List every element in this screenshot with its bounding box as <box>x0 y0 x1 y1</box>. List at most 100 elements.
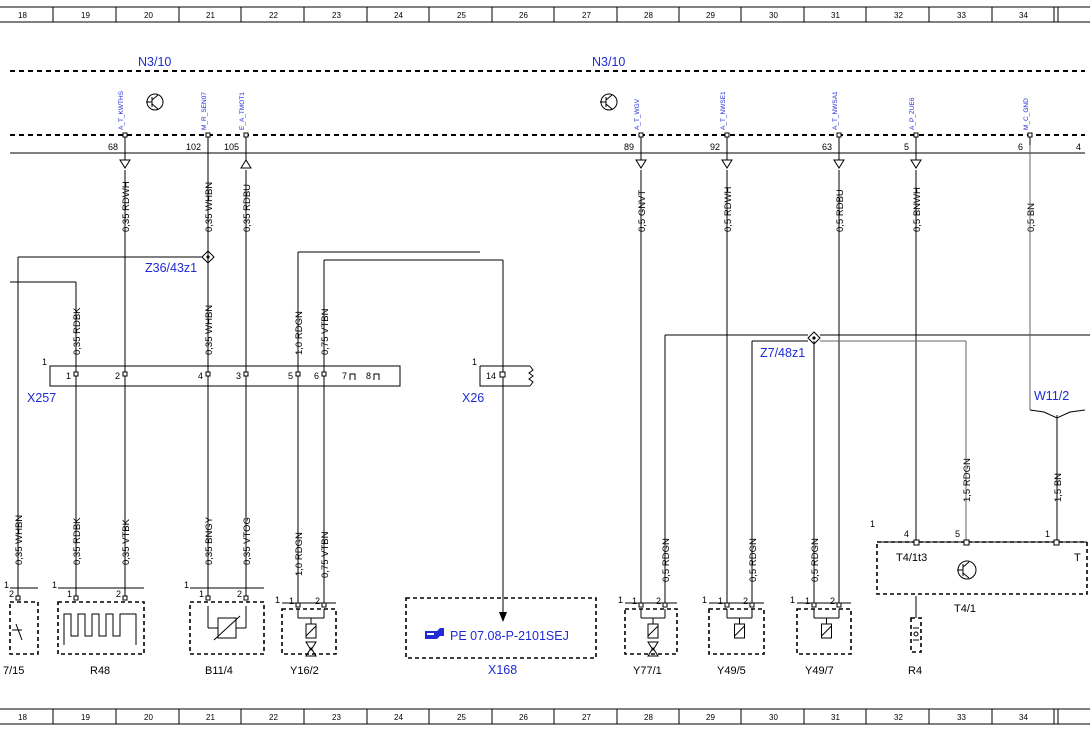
x257-pin-number: 1 <box>66 371 71 381</box>
component-pin-number: 2 <box>656 596 661 606</box>
ground-w11-marker <box>1029 409 1086 419</box>
connector-x26 <box>479 365 534 387</box>
wire-network <box>10 145 1090 618</box>
t4-pin-box <box>963 539 970 546</box>
grid-column-label: 28 <box>644 713 653 722</box>
connector-x26-label: X26 <box>462 391 484 405</box>
solenoid-diagonal <box>821 625 832 637</box>
signal-name: A_P_ZUE6 <box>909 97 916 130</box>
component-pin-number: 1 <box>805 596 810 606</box>
signal-pin-box <box>836 132 842 138</box>
grid-column-label: 31 <box>831 713 840 722</box>
grid-column-label: 27 <box>582 11 591 20</box>
wire-label-low: 0,35 VTBK <box>121 518 132 565</box>
sensor-diagonal <box>213 615 241 641</box>
signal-wire-label: 0,5 BNWH <box>912 187 923 232</box>
grid-column-label: 30 <box>769 713 778 722</box>
x257-pin-number: 7 <box>342 371 347 381</box>
signal-pin-box <box>205 132 211 138</box>
control-unit-label-2: N3/10 <box>592 55 625 69</box>
x257-pin-number: 2 <box>115 371 120 381</box>
valve-symbol-icon <box>305 641 317 657</box>
component-index: 1 <box>618 595 623 605</box>
x257-pin-box <box>73 371 79 377</box>
component-index: 1 <box>184 580 189 590</box>
signal-pin-number: 63 <box>822 142 832 152</box>
wire-label-mid: 0,35 WHBN <box>204 305 215 355</box>
signal-name: A_T_WGV <box>634 98 641 130</box>
component-pin-box <box>73 595 79 601</box>
x168-reference-link[interactable]: PE 07.08-P-2101SEJ <box>450 629 569 643</box>
heater-element-icon <box>63 613 137 645</box>
wire-label-low: 1,5 BN <box>1053 473 1064 502</box>
x257-pin-box <box>122 371 128 377</box>
component-body <box>796 608 852 655</box>
x257-unused-pin <box>349 373 356 380</box>
wire-label-low: 0,35 RDBK <box>72 517 83 565</box>
splice-z7-marker <box>807 331 821 345</box>
x257-pin-number: 4 <box>198 371 203 381</box>
component-pin-number: 1 <box>632 596 637 606</box>
t4-index: 1 <box>870 519 875 529</box>
x257-pin-box <box>321 371 327 377</box>
grid-column-label: 34 <box>1019 713 1028 722</box>
component-pin-number: 1 <box>289 596 294 606</box>
t4-pin: 5 <box>955 529 960 539</box>
signal-pin-number: 89 <box>624 142 634 152</box>
x257-pin-box <box>243 371 249 377</box>
signal-output-arrow <box>910 159 922 169</box>
component-label: R48 <box>90 665 110 677</box>
grid-column-label: 30 <box>769 11 778 20</box>
component-body <box>57 601 145 655</box>
component-pin-box <box>749 602 755 608</box>
component-pin-number: 1 <box>718 596 723 606</box>
t4-label: T4/1 <box>954 603 976 615</box>
solenoid-diagonal <box>734 625 745 637</box>
grid-column-label: 29 <box>706 713 715 722</box>
component-body <box>624 608 678 655</box>
component-body <box>708 608 765 655</box>
connector-x257 <box>49 365 401 387</box>
grid-column-label: 20 <box>144 11 153 20</box>
signal-pin-box <box>638 132 644 138</box>
grid-ruler-bottom <box>0 708 1090 725</box>
component-body <box>9 601 39 655</box>
r4-component <box>910 617 922 653</box>
signal-pin-box <box>122 132 128 138</box>
component-symbol-icon <box>12 623 23 641</box>
signal-name: M_R_SEN07 <box>201 92 208 130</box>
grid-column-label: 23 <box>332 713 341 722</box>
wire-label-mid: 0,35 RDBK <box>72 307 83 355</box>
signal-pin-box <box>724 132 730 138</box>
ground-w11-label: W11/2 <box>1034 389 1069 403</box>
signal-wire-label: 0,35 WHBN <box>204 182 215 232</box>
wire-label-low: 1,5 RDGN <box>962 458 973 502</box>
x168-reference-box[interactable]: PE 07.08-P-2101SEJ <box>405 597 597 659</box>
signal-name: A_T_NWSE1 <box>720 91 727 130</box>
signal-pin-number: 92 <box>710 142 720 152</box>
signal-wire-label: 0,35 RDWH <box>121 181 132 232</box>
grid-column-label: 26 <box>519 11 528 20</box>
grid-column-label: 23 <box>332 11 341 20</box>
signal-name: M_C_GND <box>1023 98 1030 130</box>
component-pin-number: 1 <box>199 589 204 599</box>
grid-column-label: 26 <box>519 713 528 722</box>
grid-column-label: 19 <box>81 11 90 20</box>
component-pin-box <box>811 602 817 608</box>
grid-column-label: 21 <box>206 713 215 722</box>
component-pin-box <box>205 595 211 601</box>
signal-input-arrow <box>240 159 252 169</box>
signal-pin-number: 5 <box>904 142 909 152</box>
component-pin-box <box>662 602 668 608</box>
wire-label-low: 0,35 VTOG <box>242 517 253 565</box>
signal-name: E_A_TMOT1 <box>239 92 246 130</box>
grid-column-label: 20 <box>144 713 153 722</box>
component-body <box>189 601 265 655</box>
grid-column-label: 28 <box>644 11 653 20</box>
signal-name: A_T_NWSA1 <box>832 91 839 130</box>
